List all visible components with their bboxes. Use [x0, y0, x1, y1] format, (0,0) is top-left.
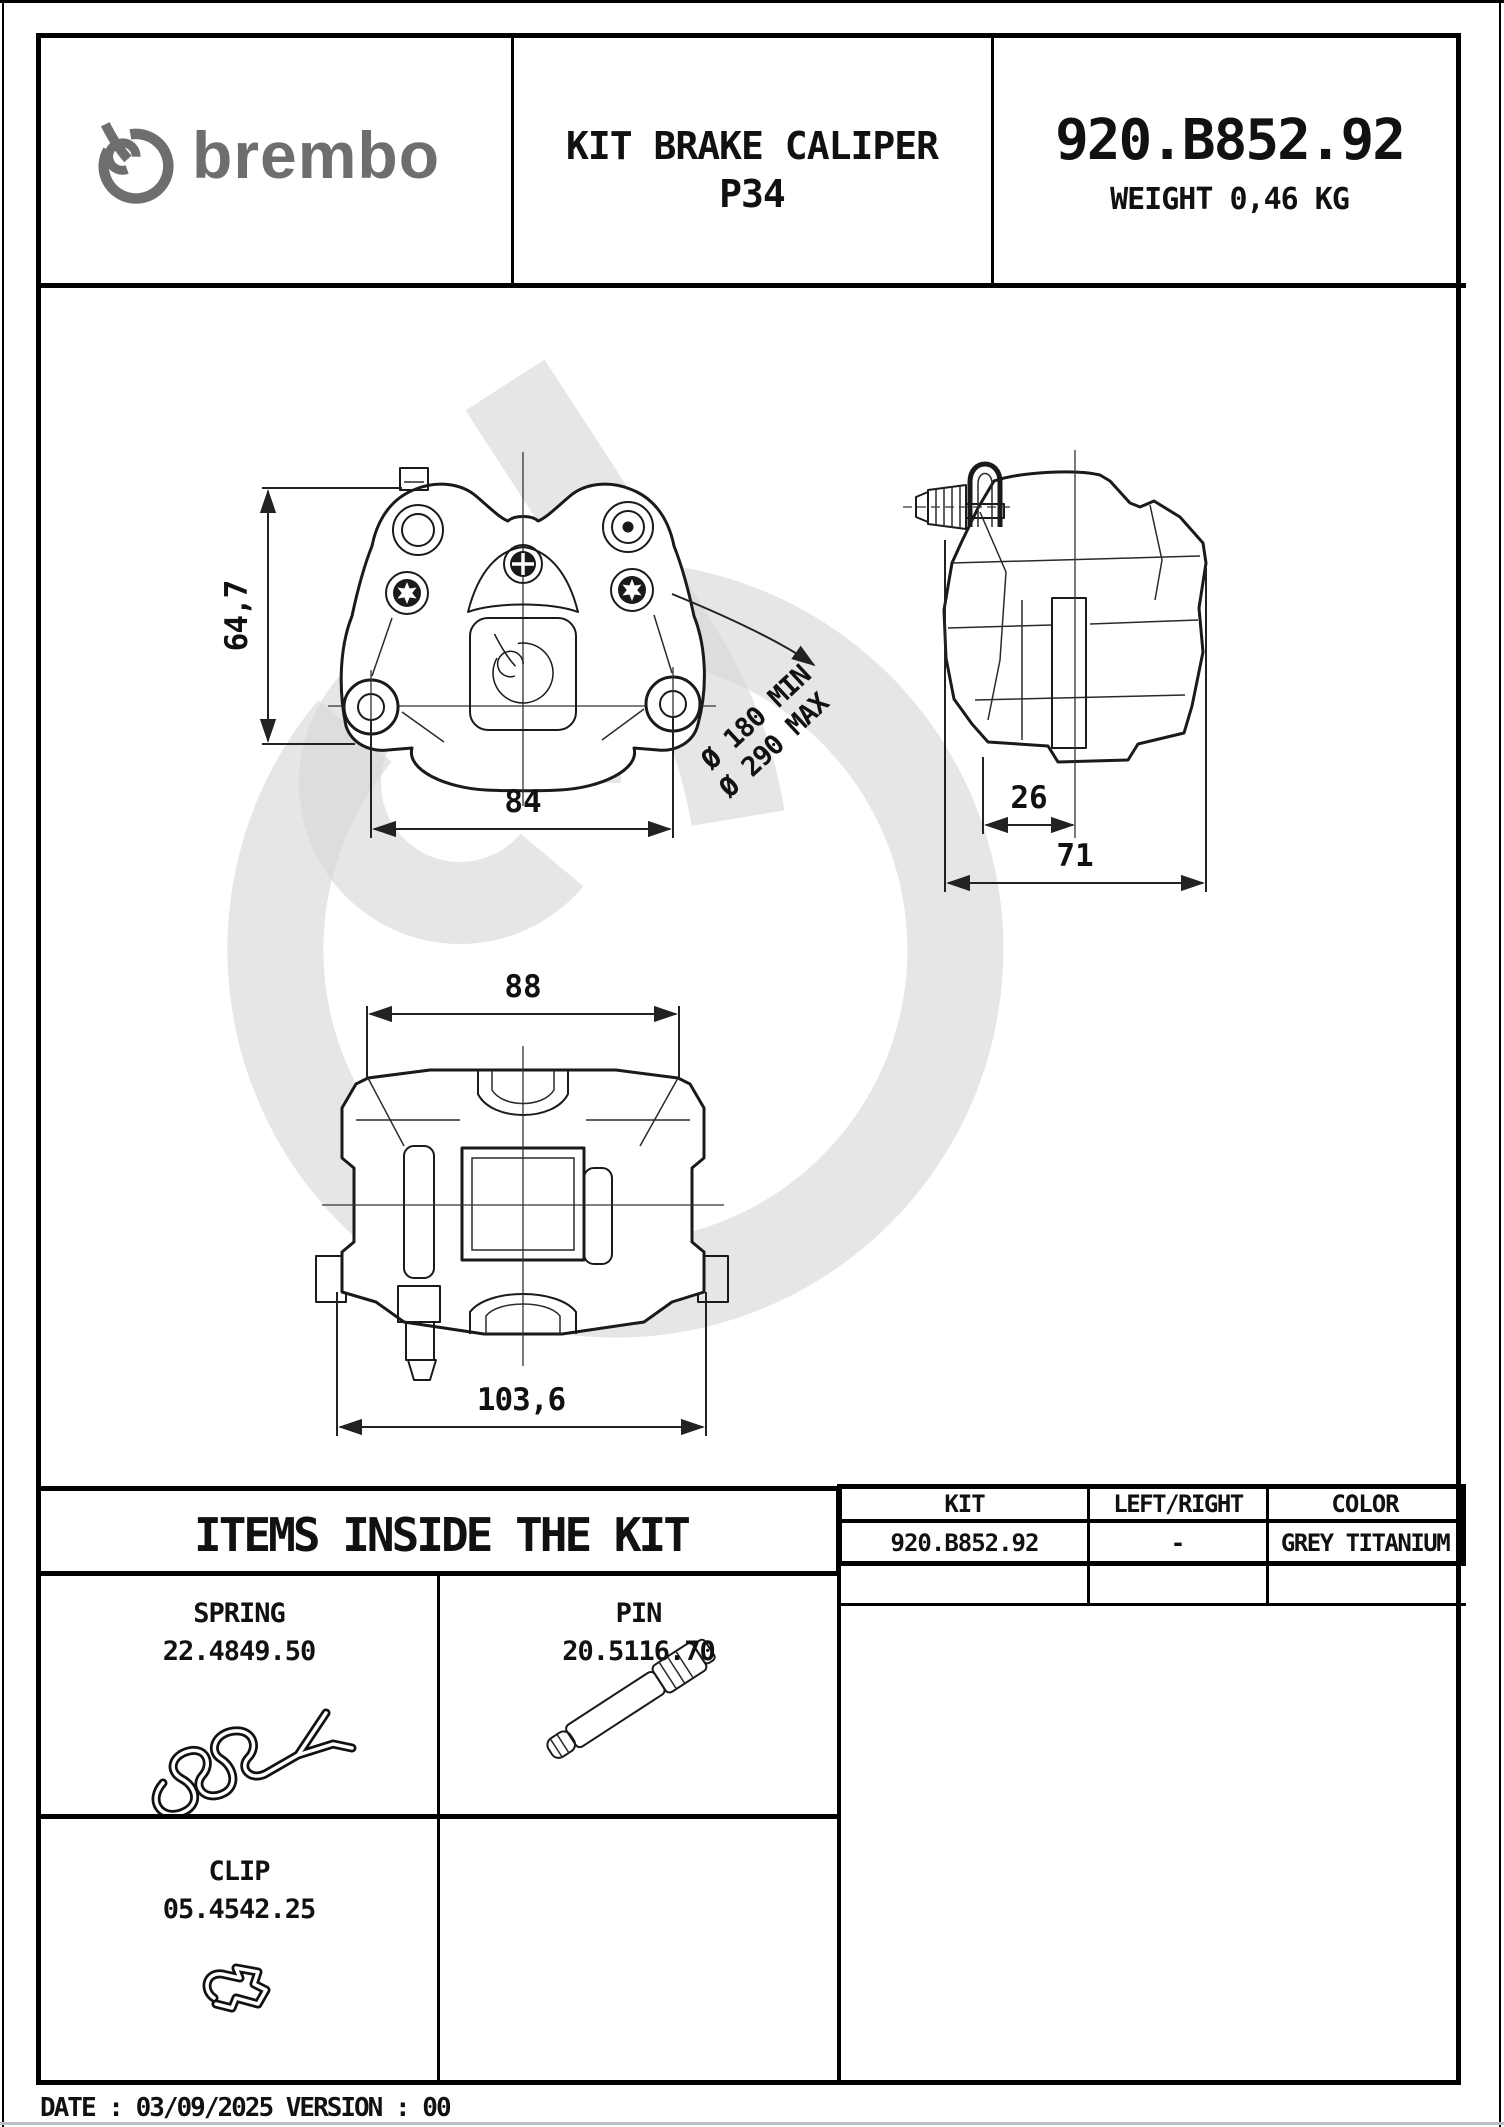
page-edge-line: [0, 2122, 1504, 2125]
page-edge-line: [2, 0, 4, 2127]
items-column-divider: [437, 1576, 440, 2085]
kit-table-header-color: COLOR: [1331, 1490, 1399, 1518]
item-clip-code: 05.4542.25: [162, 1894, 317, 1925]
kit-table-header-leftright: LEFT/RIGHT: [1113, 1490, 1244, 1518]
top-view-drawing: 88 103,6: [315, 969, 729, 1436]
item-pin-name: PIN: [615, 1598, 663, 1629]
brembo-logo-icon: [98, 122, 174, 204]
header-bottom-border: [36, 283, 1466, 288]
footer-date-version: DATE : 03/09/2025 VERSION : 00: [40, 2093, 452, 2123]
kit-table-column-divider: [1087, 1484, 1090, 1605]
header-divider: [511, 38, 514, 285]
kit-table-cell-color: GREY TITANIUM: [1280, 1529, 1451, 1557]
side-view-drawing: 26 71: [903, 450, 1208, 892]
kit-table-empty-row-border: [841, 1603, 1466, 1606]
item-spring-name: SPRING: [193, 1598, 286, 1629]
dim-103-6: 103,6: [477, 1382, 565, 1418]
brembo-wordmark: brembo: [192, 118, 441, 192]
doc-title-line2: P34: [719, 172, 786, 216]
dim-88: 88: [504, 969, 541, 1005]
item-pin-code: 20.5116.70: [562, 1636, 716, 1667]
front-view-drawing: 64,7 84 Ø 180 MIN Ø 290 MAX: [219, 452, 836, 838]
pin-illustration: [546, 1638, 716, 1759]
kit-table-box: [837, 1484, 1466, 1566]
doc-title-line1: KIT BRAKE CALIPER: [566, 124, 939, 168]
torx-bolt-icon: [610, 568, 654, 612]
clip-illustration: [202, 1963, 271, 2013]
dim-64-7: 64,7: [219, 581, 255, 652]
kit-table-cell-kit: 920.B852.92: [890, 1529, 1040, 1557]
item-spring-code: 22.4849.50: [162, 1636, 317, 1667]
dim-84: 84: [504, 784, 541, 820]
weight-label: WEIGHT 0,46 KG: [1110, 182, 1350, 217]
item-clip-name: CLIP: [208, 1856, 270, 1887]
header-divider: [991, 38, 994, 285]
kit-table-column-divider: [1266, 1484, 1269, 1605]
page-edge-line: [1499, 0, 1501, 2127]
items-section-title: ITEMS INSIDE THE KIT: [194, 1508, 691, 1562]
kit-table-cell-leftright: -: [1170, 1529, 1186, 1557]
dim-71: 71: [1056, 838, 1093, 874]
part-number: 920.B852.92: [1055, 108, 1406, 173]
spring-illustration: [151, 1708, 357, 1819]
items-row-divider: [41, 1814, 841, 1819]
torx-bolt-icon: [385, 571, 429, 615]
items-right-border: [837, 1486, 841, 2085]
kit-table-header-separator: [837, 1519, 1466, 1523]
document-frame: [36, 33, 1461, 2085]
kit-table-header-kit: KIT: [944, 1490, 985, 1518]
page-edge-line: [0, 0, 1504, 3]
dim-26: 26: [1010, 780, 1047, 816]
brembo-mark-on-caliper: [492, 633, 554, 704]
